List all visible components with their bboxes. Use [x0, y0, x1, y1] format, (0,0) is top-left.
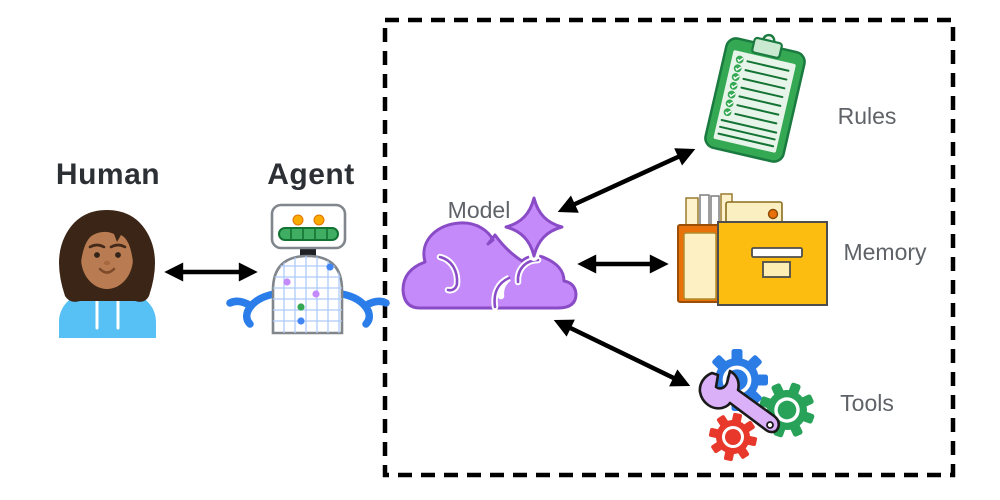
human-label: Human	[55, 158, 161, 191]
robot-neck	[300, 246, 316, 256]
memory-papers	[685, 193, 783, 231]
robot-icon	[226, 198, 390, 338]
avatar-face	[81, 227, 133, 289]
model-cloud	[401, 221, 578, 310]
gears-wrench-icon	[696, 343, 841, 468]
robot-eye	[292, 214, 304, 226]
gear-red-icon	[708, 412, 758, 462]
drawer-label	[762, 261, 791, 278]
robot-arms	[226, 290, 390, 328]
robot-eye	[313, 214, 325, 226]
sparkle-icon	[504, 196, 564, 258]
rules-label: Rules	[837, 103, 897, 129]
agent-label: Agent	[267, 158, 355, 191]
checklist-rows	[717, 55, 790, 148]
gear-green-icon	[759, 382, 815, 438]
wrench-icon	[698, 369, 781, 434]
drawer-handle	[751, 247, 803, 258]
avatar-bangs	[80, 219, 134, 262]
cloud-sparkle-icon	[398, 190, 588, 320]
checklist-clipboard-icon	[698, 30, 818, 165]
person-avatar-icon	[45, 198, 170, 338]
memory-label: Memory	[843, 239, 927, 265]
arrow-model-tools	[553, 319, 691, 387]
model-label: Model	[447, 197, 511, 223]
robot-mouth	[278, 227, 339, 241]
agent-boundary-box	[382, 17, 956, 478]
file-drawer-icon	[670, 190, 832, 310]
clipboard-clip	[751, 36, 783, 59]
robot-head	[270, 203, 347, 250]
tools-label: Tools	[840, 390, 894, 416]
arrow-model-rules	[557, 148, 696, 213]
